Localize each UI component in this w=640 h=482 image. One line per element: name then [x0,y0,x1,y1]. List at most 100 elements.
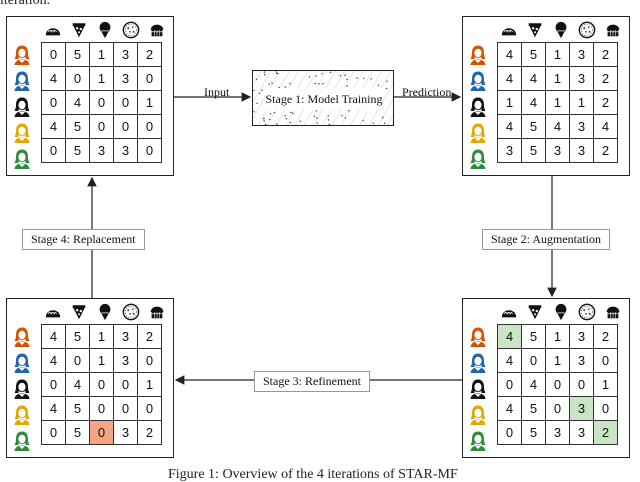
user-yellow-icon [466,121,490,145]
prediction-label: Prediction [402,85,452,99]
user-black-icon [10,377,34,401]
matrix-cell: 5 [521,324,546,349]
matrix-cell: 5 [65,42,90,67]
user-yellow-icon [466,403,490,427]
user-blue-icon [466,69,490,93]
matrix-cell: 0 [113,372,138,397]
matrix-cell: 3 [569,324,594,349]
user-black-icon [10,95,34,119]
cake-icon [602,302,624,322]
cake-icon [146,20,168,40]
stage-2-label: Stage 2: Augmentation [482,229,610,251]
cookie-icon [120,302,142,322]
matrix-cell: 0 [89,420,114,445]
user-icon-column [466,43,490,173]
matrix-cell: 3 [545,138,570,163]
ice-cream-icon [94,20,116,40]
user-orange-icon [10,43,34,67]
user-green-icon [466,429,490,453]
matrix-cell: 0 [497,372,522,397]
matrix-cell: 2 [137,420,162,445]
matrix-cell: 3 [113,420,138,445]
header-text-fragment: iteration. [0,0,51,8]
user-yellow-icon [10,121,34,145]
food-icon-row [497,302,627,322]
pizza-icon [68,302,90,322]
user-blue-icon [10,69,34,93]
pizza-icon [524,20,546,40]
user-black-icon [466,377,490,401]
taco-icon [498,302,520,322]
matrix-cell: 0 [89,372,114,397]
user-green-icon [10,147,34,171]
user-blue-icon [10,351,34,375]
stage-3-label: Stage 3: Refinement [254,371,370,393]
matrix-cell: 4 [593,114,618,139]
food-icon-row [41,20,171,40]
matrix-cell: 5 [521,396,546,421]
matrix-cell: 2 [593,90,618,115]
matrix-cell: 5 [65,324,90,349]
model-training-box: Stage 1: Model Training [252,70,394,126]
cookie-icon [576,302,598,322]
user-green-icon [10,429,34,453]
food-icon-row [41,302,171,322]
matrix-cell: 0 [137,396,162,421]
user-yellow-icon [10,403,34,427]
matrix-cell: 3 [569,396,594,421]
matrix-cell: 1 [137,372,162,397]
food-icon-row [497,20,627,40]
matrix-cell: 3 [569,114,594,139]
matrix-cell: 4 [497,324,522,349]
matrix-cell: 3 [113,66,138,91]
matrix-cell: 0 [137,138,162,163]
stage-4-label: Stage 4: Replacement [22,229,145,251]
matrix-cell: 1 [89,348,114,373]
matrix-cell: 4 [545,114,570,139]
input-label: Input [204,85,230,99]
matrix-cell: 0 [593,348,618,373]
user-blue-icon [466,351,490,375]
user-orange-icon [466,43,490,67]
ice-cream-icon [550,20,572,40]
cookie-icon [576,20,598,40]
matrix-cell: 2 [593,420,618,445]
model-training-label: Stage 1: Model Training [266,88,383,110]
pizza-icon [68,20,90,40]
user-black-icon [466,95,490,119]
pizza-icon [524,302,546,322]
matrix-cell: 0 [65,66,90,91]
taco-icon [42,302,64,322]
matrix-cell: 1 [137,90,162,115]
user-orange-icon [10,325,34,349]
matrix-cell: 0 [137,66,162,91]
matrix-cell: 0 [593,396,618,421]
user-green-icon [466,147,490,171]
matrix-cell: 5 [521,420,546,445]
ice-cream-icon [550,302,572,322]
user-icon-column [10,43,34,173]
matrix-cell: 4 [65,90,90,115]
cake-icon [602,20,624,40]
cake-icon [146,302,168,322]
matrix-cell: 3 [569,66,594,91]
